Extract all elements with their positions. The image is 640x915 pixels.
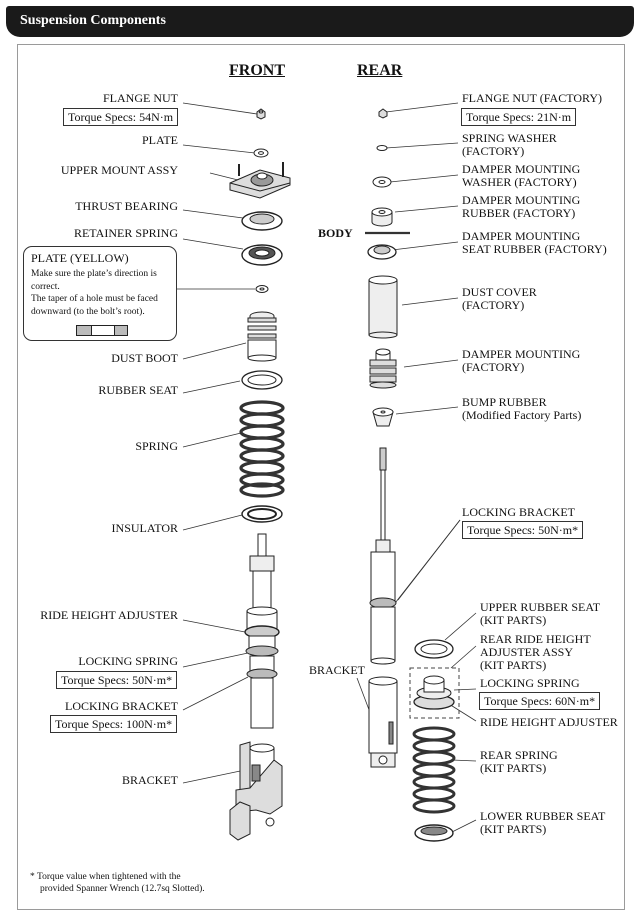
note-line-2: The taper of a hole must be faced downwa… bbox=[31, 294, 158, 317]
rear-dust-cover-label: DUST COVER(FACTORY) bbox=[462, 285, 537, 312]
plate-cross-section-icon bbox=[76, 325, 128, 336]
plate-yellow-note: PLATE (YELLOW) Make sure the plate’s dir… bbox=[23, 246, 177, 341]
diagram-frame bbox=[17, 44, 625, 910]
front-damper bbox=[244, 533, 280, 729]
rear-locking-bracket-label: LOCKING BRACKET bbox=[462, 505, 575, 519]
front-flange-nut-label: FLANGE NUT bbox=[103, 91, 178, 105]
note-body: Make sure the plate’s direction is corre… bbox=[31, 268, 175, 318]
front-spring-label: SPRING bbox=[135, 439, 178, 453]
rear-flange-nut-torque: Torque Specs: 21N·m bbox=[461, 108, 577, 126]
rear-spring-label: REAR SPRING(KIT PARTS) bbox=[480, 748, 558, 775]
rear-bump-rubber-label: BUMP RUBBER(Modified Factory Parts) bbox=[462, 395, 582, 422]
front-dust-boot bbox=[247, 311, 277, 362]
front-plate-label: PLATE bbox=[142, 133, 178, 147]
note-line-1: Make sure the plate’s direction is corre… bbox=[31, 269, 157, 292]
rear-flange-nut bbox=[378, 108, 388, 119]
footnote-line-2: provided Spanner Wrench (12.7sq Slotted)… bbox=[40, 884, 205, 894]
rear-bracket bbox=[368, 676, 398, 768]
rear-adjuster-dashed-box bbox=[409, 667, 460, 719]
front-locking-bracket-label: LOCKING BRACKET bbox=[65, 699, 178, 713]
front-flange-nut-torque: Torque Specs: 54N·m bbox=[63, 108, 179, 126]
front-flange-nut bbox=[256, 108, 266, 120]
rear-seat-rubber bbox=[367, 244, 397, 260]
leader-lines bbox=[177, 102, 477, 833]
front-upper-mount-label: UPPER MOUNT ASSY bbox=[60, 163, 178, 177]
rear-locking-bracket-torque: Torque Specs: 50N·m* bbox=[462, 521, 584, 539]
rear-lower-rubber-seat bbox=[414, 824, 454, 842]
front-bracket bbox=[229, 741, 283, 841]
body-label: BODY bbox=[318, 226, 353, 240]
front-ride-height-adjuster-label: RIDE HEIGHT ADJUSTER bbox=[40, 608, 178, 622]
rear-damper-washer bbox=[372, 176, 392, 188]
rear-spring bbox=[412, 726, 456, 814]
rear-damper-mounting bbox=[369, 348, 397, 389]
front-locking-bracket-torque: Torque Specs: 100N·m* bbox=[50, 715, 178, 733]
front-thrust-bearing bbox=[241, 211, 283, 231]
rear-locking-spring-label: LOCKING SPRING bbox=[480, 676, 580, 690]
rear-ride-height-adjuster bbox=[413, 675, 455, 710]
note-title: PLATE (YELLOW) bbox=[31, 251, 129, 265]
rear-spring-washer bbox=[376, 145, 388, 151]
rear-flange-nut-label: FLANGE NUT (FACTORY) bbox=[462, 91, 603, 105]
rear-damper bbox=[369, 447, 397, 665]
page-title: Suspension Components bbox=[20, 13, 166, 28]
rear-bracket-label: BRACKET bbox=[309, 663, 366, 677]
front-rubber-seat-label: RUBBER SEAT bbox=[98, 383, 178, 397]
rear-dust-cover bbox=[368, 275, 398, 339]
front-dust-boot-label: DUST BOOT bbox=[111, 351, 178, 365]
front-retainer-spring bbox=[241, 244, 283, 266]
rear-ride-height-adjuster-label: RIDE HEIGHT ADJUSTER bbox=[480, 715, 618, 729]
front-insulator bbox=[241, 505, 283, 523]
front-spring bbox=[239, 400, 285, 498]
front-insulator-label: INSULATOR bbox=[111, 521, 178, 535]
front-upper-mount bbox=[229, 162, 291, 199]
front-rubber-seat bbox=[241, 370, 283, 390]
rear-spring-washer-label: SPRING WASHER(FACTORY) bbox=[462, 131, 557, 158]
rear-bump-rubber bbox=[372, 407, 394, 427]
footnote: * Torque value when tightened with the p… bbox=[30, 871, 205, 895]
front-bracket-label: BRACKET bbox=[121, 773, 178, 787]
footnote-line-1: * Torque value when tightened with the bbox=[30, 872, 181, 882]
front-thrust-bearing-label: THRUST BEARING bbox=[75, 199, 178, 213]
front-heading: FRONT bbox=[229, 62, 285, 79]
front-retainer-spring-label: RETAINER SPRING bbox=[73, 226, 178, 240]
front-plate bbox=[253, 148, 269, 158]
rear-damper-rubber bbox=[371, 207, 393, 227]
title-bar: Suspension Components bbox=[6, 6, 634, 37]
front-locking-spring-torque: Torque Specs: 50N·m* bbox=[56, 671, 178, 689]
rear-damper-mounting-label: DAMPER MOUNTING(FACTORY) bbox=[462, 347, 581, 374]
front-plate-yellow bbox=[255, 285, 269, 293]
rear-upper-rubber-seat bbox=[414, 639, 454, 659]
front-locking-spring-label: LOCKING SPRING bbox=[78, 654, 178, 668]
rear-locking-spring-torque: Torque Specs: 60N·m* bbox=[479, 692, 601, 710]
rear-upper-rubber-seat-label: UPPER RUBBER SEAT(KIT PARTS) bbox=[480, 600, 601, 627]
rear-lower-rubber-seat-label: LOWER RUBBER SEAT(KIT PARTS) bbox=[480, 809, 606, 836]
rear-heading: REAR bbox=[357, 62, 403, 79]
